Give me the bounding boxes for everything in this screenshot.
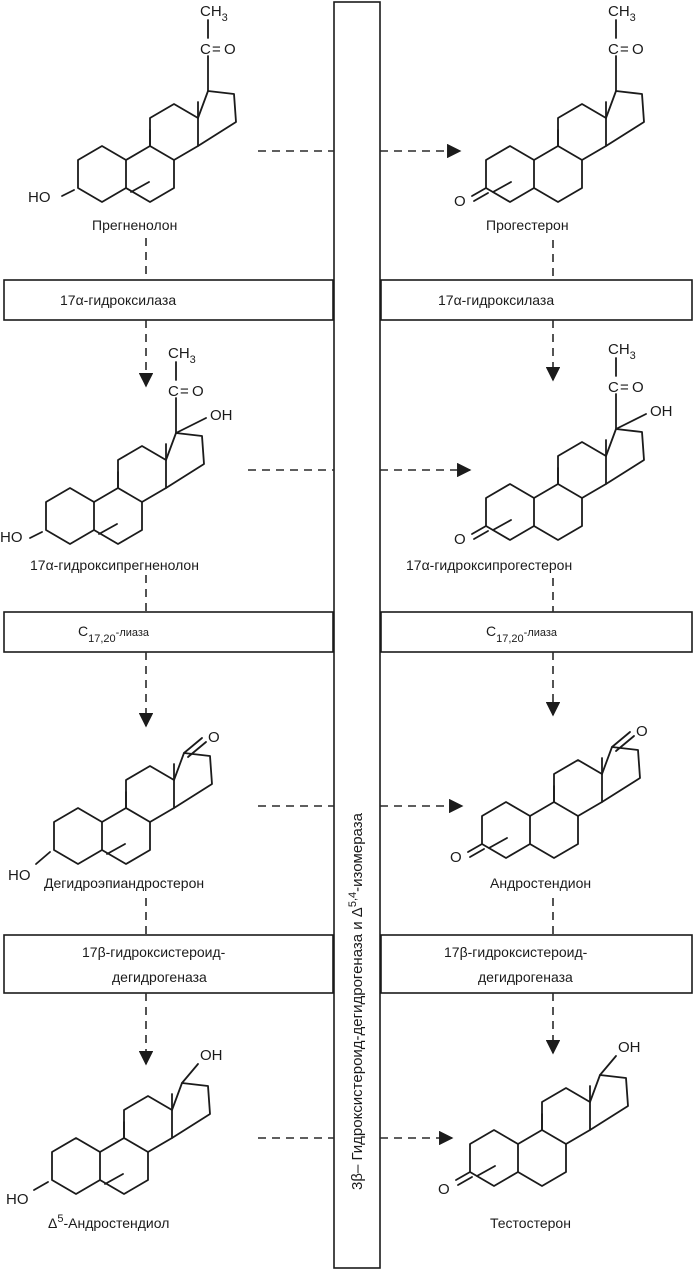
ch3-label: CH3 (608, 341, 636, 362)
androstenediol-label: Δ5-Андростендиол (48, 1213, 169, 1231)
hsd-right-line1: 17β-гидроксистероид- (444, 944, 588, 960)
center-enzyme-label: 3β– Гидроксистероид-дегидрогеназа и Δ5,4… (347, 812, 366, 1190)
svg-text:O: O (636, 723, 648, 740)
hydroxypregnenolone-structure: HO OH C = O CH3 (0, 345, 233, 546)
progesterone-structure: O C = O CH3 (454, 3, 645, 210)
svg-text:O: O (450, 849, 462, 866)
pregnenolone-label: Прегненолон (92, 217, 177, 233)
hydroxypregnenolone-label: 17α-гидроксипрегненолон (30, 557, 199, 573)
enzyme-row-hydroxylase: 17α-гидроксилаза 17α-гидроксилаза (3, 279, 693, 321)
dhea-label: Дегидроэпиандростерон (44, 875, 204, 891)
svg-text:=: = (212, 41, 221, 58)
androstenediol-structure: HO OH (6, 1047, 223, 1208)
svg-text:HO: HO (8, 867, 31, 884)
svg-text:C: C (608, 379, 619, 396)
svg-text:C: C (168, 383, 179, 400)
hsd-right-line2: дегидрогеназа (478, 969, 573, 985)
hydroxyprogesterone-label: 17α-гидроксипрогестерон (406, 557, 572, 573)
svg-text:O: O (224, 41, 236, 58)
svg-text:O: O (208, 729, 220, 746)
ch3-label: CH3 (200, 3, 228, 24)
ch3-label: CH3 (608, 3, 636, 24)
svg-text:C: C (608, 41, 619, 58)
center-enzyme-box (333, 1, 381, 1269)
lyase-left-box (3, 611, 334, 653)
lyase-right-box (380, 611, 693, 653)
pregnenolone-structure: HO C = O CH3 (28, 3, 237, 206)
svg-text:=: = (620, 41, 629, 58)
androstenedione-structure: O O (450, 723, 648, 866)
testosterone-structure: O OH (438, 1039, 641, 1198)
hydroxyprogesterone-structure: O OH C = O CH3 (454, 341, 673, 548)
hsd-right-box (380, 934, 693, 994)
horizontal-arrows (248, 143, 472, 1146)
svg-text:HO: HO (28, 189, 51, 206)
svg-text:O: O (632, 379, 644, 396)
svg-text:O: O (438, 1181, 450, 1198)
svg-text:=: = (180, 383, 189, 400)
ch3-label: CH3 (168, 345, 196, 366)
svg-text:HO: HO (6, 1191, 29, 1208)
vertical-arrows (138, 238, 561, 1066)
enzyme-row-lyase: C17,20-лиаза C17,20-лиаза (3, 611, 693, 653)
hydroxylase-left-box (3, 279, 334, 321)
svg-text:OH: OH (210, 407, 233, 424)
svg-text:=: = (620, 379, 629, 396)
hsd-left-line1: 17β-гидроксистероид- (82, 944, 226, 960)
dhea-structure: HO O (8, 729, 220, 884)
androstenedione-label: Андростендион (490, 875, 591, 891)
svg-text:OH: OH (650, 403, 673, 420)
hydroxylase-right-box (380, 279, 693, 321)
svg-text:OH: OH (200, 1047, 223, 1064)
svg-text:O: O (632, 41, 644, 58)
progesterone-label: Прогестерон (486, 217, 569, 233)
hydroxylase-right-label: 17α-гидроксилаза (438, 292, 554, 308)
lyase-right-label: C17,20-лиаза (486, 623, 558, 645)
hsd-left-line2: дегидрогеназа (112, 969, 207, 985)
hydroxylase-left-label: 17α-гидроксилаза (60, 292, 176, 308)
enzyme-row-hsd: 17β-гидроксистероид- дегидрогеназа 17β-г… (3, 934, 693, 994)
svg-text:OH: OH (618, 1039, 641, 1056)
svg-text:HO: HO (0, 529, 23, 546)
svg-text:O: O (454, 531, 466, 548)
svg-text:O: O (192, 383, 204, 400)
hsd-left-box (3, 934, 334, 994)
testosterone-label: Тестостерон (490, 1215, 571, 1231)
svg-text:O: O (454, 193, 466, 210)
lyase-left-label: C17,20-лиаза (78, 623, 150, 645)
svg-text:C: C (200, 41, 211, 58)
